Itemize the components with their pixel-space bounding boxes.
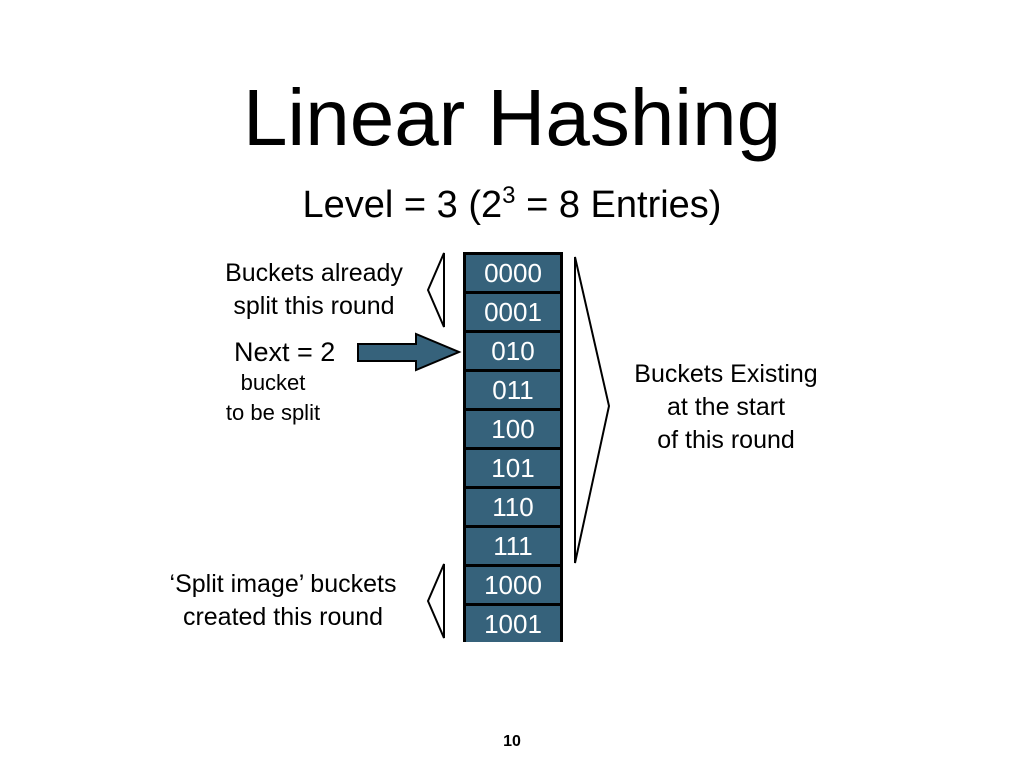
slide-subtitle: Level = 3 (23 = 8 Entries) (0, 182, 1024, 228)
existing-buckets-bracket-icon (574, 256, 611, 564)
existing-buckets-label: Buckets Existing at the start of this ro… (618, 358, 834, 457)
bucket-cell: 0001 (466, 294, 560, 330)
bucket-cell: 011 (466, 372, 560, 408)
bucket-cell: 0000 (466, 255, 560, 291)
bucket-to-be-split-label-line-1: bucket (240, 370, 306, 395)
bucket-cell: 1000 (466, 567, 560, 603)
bucket-to-be-split-label-line-2: to be split (225, 400, 321, 425)
subtitle-exponent: 3 (502, 182, 516, 209)
bucket-cell: 100 (466, 411, 560, 447)
bucket-cell: 101 (466, 450, 560, 486)
split-image-bracket-icon (426, 563, 445, 639)
already-split-label-line-2: split this round (233, 292, 395, 320)
bucket-cell: 1001 (466, 606, 560, 642)
bucket-cell: 111 (466, 528, 560, 564)
right-arrow-icon (357, 332, 462, 372)
already-split-label-line-1: Buckets already (225, 259, 403, 287)
subtitle-text-end: = 8 Entries) (515, 184, 722, 226)
already-split-bracket-icon (426, 252, 445, 328)
split-image-label-line-2: created this round (182, 603, 384, 631)
slide-title: Linear Hashing (242, 73, 782, 162)
page-number: 10 (503, 733, 521, 750)
subtitle-text-start: Level = 3 (2 (302, 184, 503, 226)
existing-buckets-label-line-3: of this round (657, 426, 795, 454)
bucket-cell: 010 (466, 333, 560, 369)
existing-buckets-label-line-2: at the start (666, 393, 786, 421)
split-image-label-line-1: ‘Split image’ buckets (169, 570, 397, 598)
already-split-label: Buckets already split this round (214, 257, 414, 323)
bucket-directory: 0000 0001 010 011 100 101 110 111 1000 1… (463, 252, 563, 642)
split-image-label: ‘Split image’ buckets created this round (150, 568, 416, 634)
bucket-cell: 110 (466, 489, 560, 525)
next-pointer-label: Next = 2 (234, 337, 336, 367)
bucket-to-be-split-label: bucket to be split (214, 368, 332, 428)
existing-buckets-label-line-1: Buckets Existing (634, 360, 818, 388)
